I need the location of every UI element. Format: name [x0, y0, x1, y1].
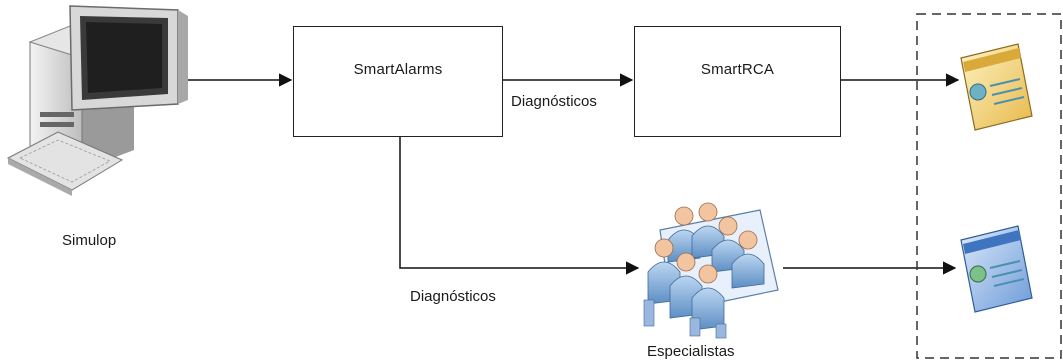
report-card-icon	[960, 43, 1033, 131]
node-smartrca-label: SmartRCA	[700, 61, 775, 78]
output-container	[916, 13, 1062, 359]
node-smartrca[interactable]: SmartRCA	[634, 26, 841, 137]
node-smartalarms[interactable]: SmartAlarms	[293, 26, 503, 137]
edge-label-smartalarms-especialistas: Diagnósticos	[410, 288, 496, 305]
edge-label-smartalarms-smartrca: Diagnósticos	[510, 93, 598, 110]
edge-smartalarms-especialistas	[399, 137, 640, 275]
node-especialistas-label: Especialistas	[647, 343, 735, 360]
meeting-people-icon	[643, 202, 779, 339]
node-simulop-label: Simulop	[62, 232, 117, 249]
report-card-icon	[960, 225, 1033, 313]
node-smartalarms-label: SmartAlarms	[353, 61, 443, 78]
computer-icon	[6, 5, 188, 196]
